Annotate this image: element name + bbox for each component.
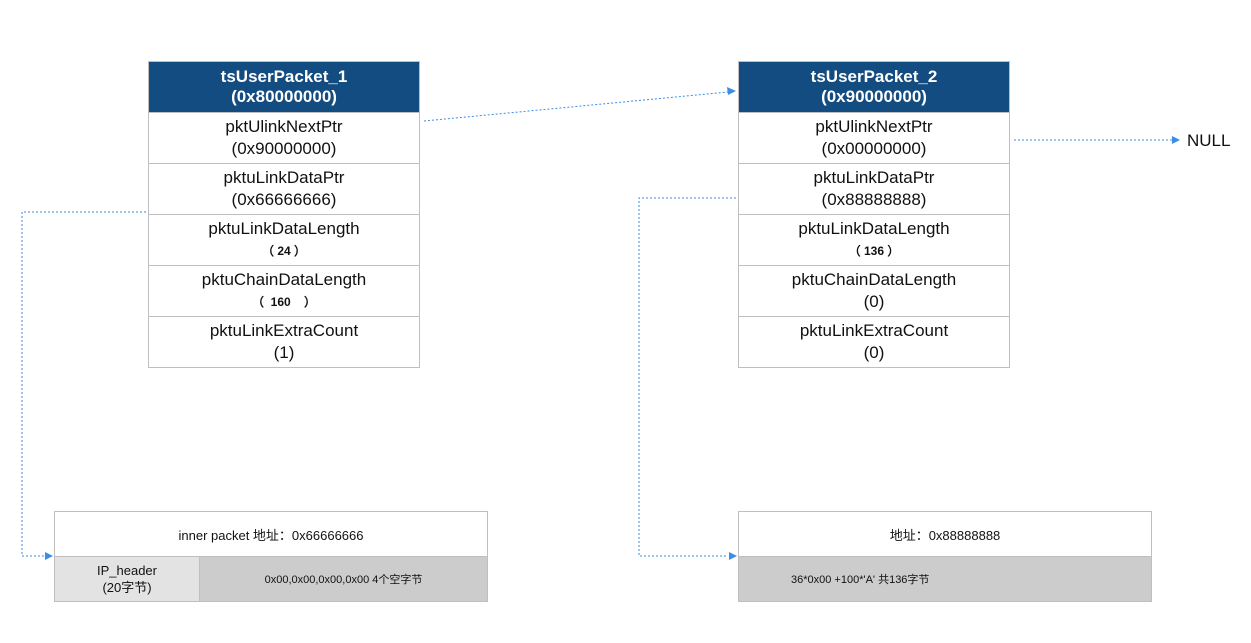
arrow-data-ptr-1 [21, 211, 146, 557]
field-value: （ 160 ） [251, 295, 317, 309]
memory-block-data: 地址：0x88888888 36*0x00 +100*'A' 共136字节 [738, 511, 1152, 602]
arrowhead [1172, 136, 1180, 144]
field-name: pktuChainDataLength [791, 270, 957, 289]
field-pktuchaindatalength: pktuChainDataLength (0) [739, 266, 1009, 317]
memory-block-row: IP_header (20字节) 0x00,0x00,0x00,0x00 4个空… [55, 557, 487, 601]
field-value: (0x90000000) [231, 139, 337, 158]
field-pktuchaindatalength: pktuChainDataLength （ 160 ） [149, 266, 419, 317]
field-pktulinkdatalength: pktuLinkDataLength （ 136 ） [739, 215, 1009, 266]
field-name: pktuLinkDataLength [798, 219, 950, 238]
field-pktulinknextptr: pktUlinkNextPtr (0x00000000) [739, 113, 1009, 164]
struct-address: (0x90000000) [821, 87, 927, 106]
memory-block-row: 36*0x00 +100*'A' 共136字节 [739, 557, 1151, 601]
struct-header: tsUserPacket_2 (0x90000000) [739, 62, 1009, 113]
struct-name: tsUserPacket_1 [220, 67, 348, 86]
field-value: (0x66666666) [231, 190, 337, 209]
field-pktulinkextracount: pktuLinkExtraCount (0) [739, 317, 1009, 367]
field-name: pktuChainDataLength [201, 270, 367, 289]
field-name: pktUlinkNextPtr [815, 117, 933, 136]
ip-header-label: IP_header [97, 563, 157, 578]
field-pktulinkdatalength: pktuLinkDataLength （ 24 ） [149, 215, 419, 266]
field-name: pktuLinkDataPtr [223, 168, 345, 187]
memory-content-cell: 0x00,0x00,0x00,0x00 4个空字节 [264, 574, 423, 586]
field-value: (0x00000000) [821, 139, 927, 158]
memory-content-cell: 36*0x00 +100*'A' 共136字节 [791, 574, 930, 586]
field-name: pktuLinkExtraCount [209, 321, 359, 340]
memory-block-inner-packet: inner packet 地址：0x66666666 IP_header (20… [54, 511, 488, 602]
memory-block-title: inner packet 地址：0x66666666 [55, 512, 487, 557]
struct-tsuserpacket-2: tsUserPacket_2 (0x90000000) pktUlinkNext… [738, 61, 1010, 368]
field-name: pktuLinkExtraCount [799, 321, 949, 340]
field-pktulinkdataptr: pktuLinkDataPtr (0x66666666) [149, 164, 419, 215]
ip-header-size: (20字节) [102, 580, 152, 595]
field-name: pktuLinkDataPtr [813, 168, 935, 187]
field-value: （ 24 ） [261, 244, 307, 258]
arrow-next-ptr-1 [423, 91, 729, 122]
field-value: (0) [863, 343, 885, 362]
struct-header: tsUserPacket_1 (0x80000000) [149, 62, 419, 113]
arrowhead [727, 87, 736, 95]
arrowhead [729, 552, 737, 560]
struct-address: (0x80000000) [231, 87, 337, 106]
field-pktulinkdataptr: pktuLinkDataPtr (0x88888888) [739, 164, 1009, 215]
null-label: NULL [1187, 131, 1231, 150]
struct-tsuserpacket-1: tsUserPacket_1 (0x80000000) pktUlinkNext… [148, 61, 420, 368]
field-value: （ 136 ） [848, 244, 900, 258]
field-value: (0x88888888) [821, 190, 927, 209]
field-name: pktUlinkNextPtr [225, 117, 343, 136]
field-pktulinkextracount: pktuLinkExtraCount (1) [149, 317, 419, 367]
ip-header-cell: IP_header (20字节) [55, 557, 200, 601]
field-pktulinknextptr: pktUlinkNextPtr (0x90000000) [149, 113, 419, 164]
arrowhead [45, 552, 53, 560]
field-name: pktuLinkDataLength [208, 219, 360, 238]
arrow-data-ptr-2 [638, 197, 736, 557]
memory-block-title: 地址：0x88888888 [739, 512, 1151, 557]
field-value: (1) [273, 343, 295, 362]
field-value: (0) [863, 292, 885, 311]
struct-name: tsUserPacket_2 [810, 67, 938, 86]
